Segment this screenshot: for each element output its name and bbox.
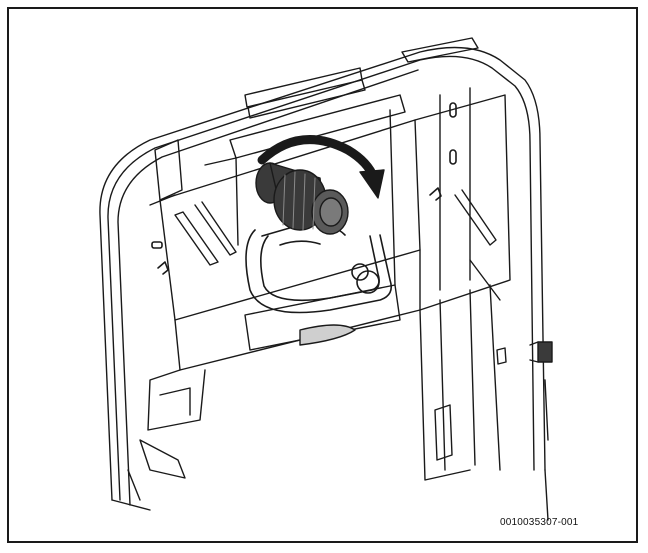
inner-frame — [127, 87, 511, 501]
frame-slots — [151, 102, 457, 275]
tube-loop — [245, 222, 393, 314]
top-clips — [149, 37, 479, 206]
round-cap — [351, 263, 380, 294]
housing-outline — [99, 46, 549, 521]
side-ribs — [174, 189, 501, 301]
side-connector — [496, 341, 553, 441]
bottom-tray — [244, 284, 401, 351]
rotate-clockwise-arrow — [257, 135, 385, 199]
figure-id-label: 0010035307-001 — [500, 517, 579, 528]
rotary-knob — [255, 162, 349, 235]
figure-frame — [7, 7, 638, 543]
